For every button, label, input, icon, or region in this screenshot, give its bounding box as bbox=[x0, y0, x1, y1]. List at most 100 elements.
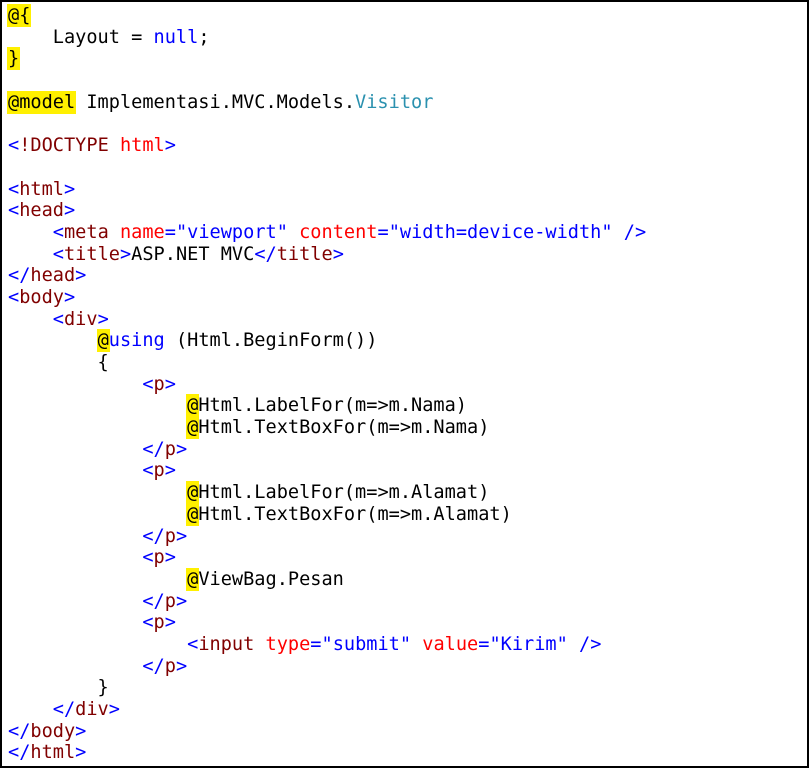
code-token bbox=[8, 309, 53, 330]
code-token: > bbox=[75, 742, 87, 764]
code-token bbox=[8, 395, 187, 416]
code-token: < bbox=[8, 135, 20, 157]
code-token: value bbox=[422, 633, 479, 655]
code-token: > bbox=[332, 243, 344, 265]
code-line: </div> bbox=[8, 699, 807, 721]
code-content: @{ Layout = null;}@model Implementasi.MV… bbox=[8, 5, 807, 764]
code-line: </p> bbox=[8, 439, 807, 461]
code-token bbox=[8, 330, 98, 351]
code-line: <div> bbox=[8, 309, 807, 331]
code-line: { bbox=[8, 352, 807, 374]
code-token: </ bbox=[142, 655, 165, 677]
code-token: Implementasi.MVC.Models. bbox=[75, 91, 356, 113]
code-token: </ bbox=[8, 742, 31, 764]
code-token: Visitor bbox=[355, 91, 434, 113]
code-line: </p> bbox=[8, 526, 807, 548]
code-token bbox=[109, 135, 120, 156]
code-token bbox=[613, 222, 624, 243]
code-token: </ bbox=[142, 438, 165, 460]
code-line: <p> bbox=[8, 374, 807, 396]
code-token: input bbox=[198, 633, 255, 655]
code-token: html bbox=[19, 178, 64, 200]
code-token: content bbox=[299, 221, 378, 243]
code-token: > bbox=[119, 243, 132, 265]
code-token: = bbox=[478, 633, 490, 655]
code-token: !DOCTYPE bbox=[19, 135, 109, 157]
code-token: > bbox=[108, 699, 120, 720]
code-token: < bbox=[8, 178, 20, 200]
code-line: </p> bbox=[8, 656, 807, 678]
code-token bbox=[8, 439, 142, 460]
code-token: div bbox=[75, 699, 109, 720]
code-token: = bbox=[310, 633, 322, 655]
code-token: < bbox=[8, 286, 20, 308]
code-token: html bbox=[119, 135, 165, 157]
code-token bbox=[8, 244, 53, 265]
code-token: > bbox=[63, 178, 76, 200]
razor-token: @ bbox=[187, 568, 199, 590]
code-line: @Html.TextBoxFor(m=>m.Nama) bbox=[8, 417, 807, 439]
code-token: > bbox=[175, 525, 188, 547]
code-line: </head> bbox=[8, 265, 807, 287]
razor-token: @ bbox=[187, 503, 199, 525]
code-token bbox=[8, 699, 53, 720]
code-token: = bbox=[164, 221, 176, 243]
code-line bbox=[8, 70, 807, 92]
code-line: @Html.LabelFor(m=>m.Alamat) bbox=[8, 482, 807, 504]
code-token bbox=[8, 591, 142, 612]
code-token: div bbox=[63, 308, 98, 330]
code-token: p bbox=[153, 460, 165, 482]
code-token bbox=[568, 634, 579, 655]
razor-token: } bbox=[8, 48, 20, 70]
code-token: name bbox=[119, 221, 165, 243]
code-token: > bbox=[164, 373, 176, 395]
code-token: ASP.NET MVC bbox=[131, 243, 255, 265]
code-token bbox=[8, 504, 187, 525]
code-token bbox=[8, 569, 187, 590]
code-token: < bbox=[52, 243, 64, 265]
code-token bbox=[8, 526, 142, 547]
code-token: p bbox=[164, 525, 176, 547]
code-token: </ bbox=[52, 699, 76, 720]
code-line: } bbox=[8, 677, 807, 699]
code-line: <input type="submit" value="Kirim" /> bbox=[8, 634, 807, 656]
code-token: > bbox=[164, 135, 176, 157]
code-token: head bbox=[30, 265, 76, 287]
code-token: > bbox=[175, 655, 188, 677]
code-token: ; bbox=[198, 26, 210, 48]
code-line: @using (Html.BeginForm()) bbox=[8, 330, 807, 352]
code-token: > bbox=[75, 720, 87, 742]
code-token: /> bbox=[623, 221, 647, 243]
code-token: title bbox=[276, 243, 333, 265]
code-token: Html.LabelFor(m=>m.Nama) bbox=[198, 395, 467, 417]
code-line: <!DOCTYPE html> bbox=[8, 135, 807, 157]
code-token: head bbox=[19, 200, 64, 222]
code-token: </ bbox=[254, 243, 277, 265]
code-token: p bbox=[153, 373, 165, 395]
code-token: (Html.BeginForm()) bbox=[164, 330, 378, 352]
code-token: > bbox=[63, 200, 76, 222]
code-token: p bbox=[153, 547, 165, 569]
razor-token: @{ bbox=[8, 5, 31, 26]
code-line: @{ bbox=[8, 5, 807, 27]
code-token: > bbox=[164, 547, 176, 569]
code-token bbox=[8, 656, 142, 677]
code-line: <meta name="viewport" content="width=dev… bbox=[8, 222, 807, 244]
code-token bbox=[8, 222, 53, 243]
code-token: < bbox=[142, 547, 154, 569]
code-line: </body> bbox=[8, 721, 807, 743]
code-line: <html> bbox=[8, 179, 807, 201]
code-token: "viewport" bbox=[175, 221, 288, 243]
code-line: <head> bbox=[8, 200, 807, 222]
code-line: </html> bbox=[8, 742, 807, 764]
code-token: > bbox=[164, 460, 176, 482]
code-line: <p> bbox=[8, 547, 807, 569]
code-token bbox=[254, 634, 265, 655]
code-line bbox=[8, 113, 807, 135]
code-token bbox=[8, 374, 142, 395]
code-line: Layout = null; bbox=[8, 27, 807, 49]
razor-token: @ bbox=[187, 482, 199, 504]
code-token: p bbox=[164, 590, 176, 612]
code-token: > bbox=[97, 308, 109, 330]
code-token: p bbox=[153, 612, 165, 634]
